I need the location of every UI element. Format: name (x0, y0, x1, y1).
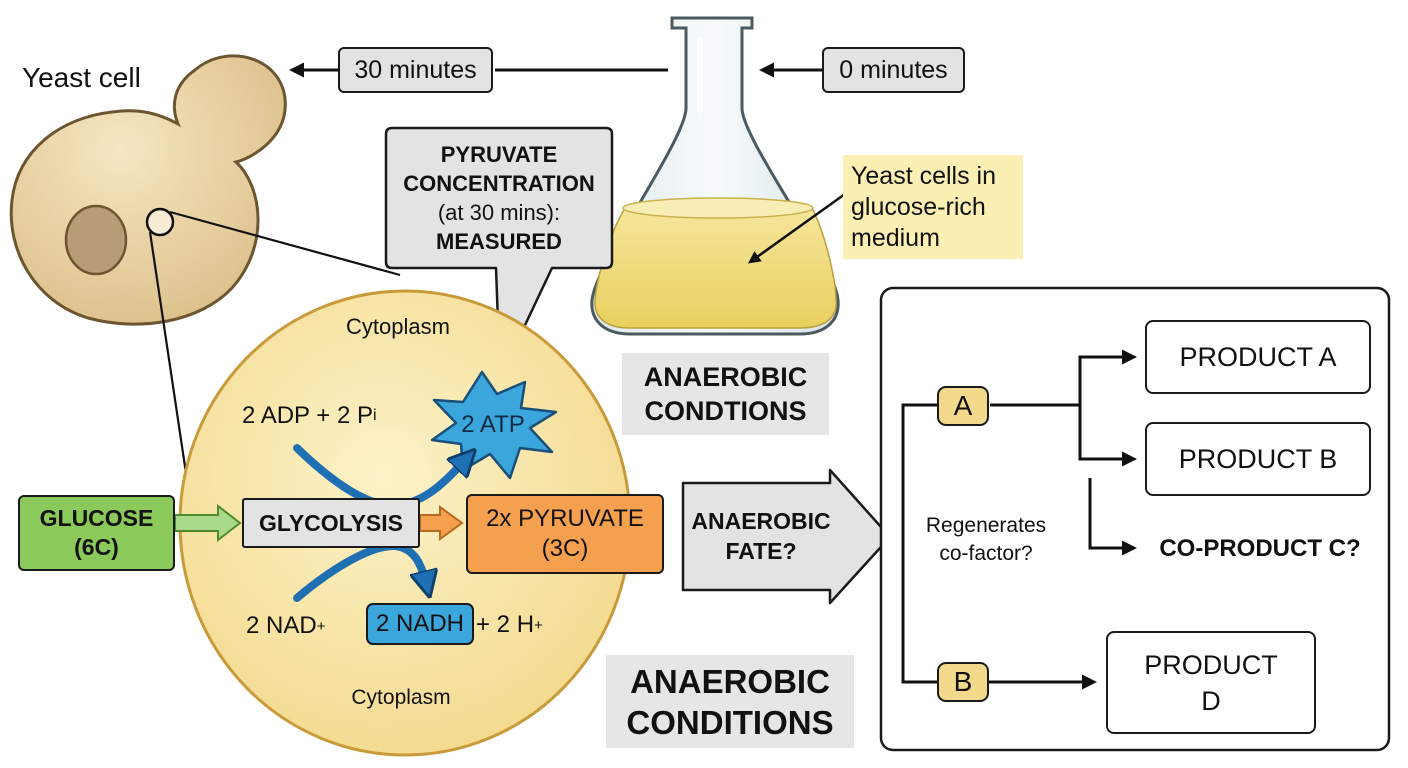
nadh-box: 2 NADH (366, 603, 474, 645)
glucose-line-2: (6C) (74, 534, 119, 560)
flask-note-pointer (747, 192, 846, 264)
product-d-line-2: D (1201, 685, 1221, 716)
glucose-line-1: GLUCOSE (39, 505, 154, 531)
pi-subscript: i (372, 407, 377, 424)
product-d-box: PRODUCT D (1106, 631, 1316, 734)
co-product-c-label: CO-PRODUCT C? (1159, 535, 1361, 562)
flask-illustration (590, 16, 840, 336)
glycolysis-to-pyruvate-arrow (419, 505, 464, 541)
adp-prefix: 2 ADP + 2 P (242, 402, 373, 429)
nad-label: 2 NAD+ (246, 606, 346, 646)
flask-note: Yeast cells in glucose-rich medium (843, 155, 1023, 259)
anaerobic-lower-line-1: ANAEROBIC (630, 662, 830, 700)
regen-line-1: Regenerates (925, 514, 1047, 537)
branch-lines (901, 349, 1137, 690)
pathway-b-pill: B (937, 662, 989, 702)
regen-line-2: co-factor? (939, 542, 1033, 565)
yeast-cell-illustration (9, 54, 287, 326)
pyruvate-box: 2x PYRUVATE (3C) (466, 494, 664, 574)
pyruvate-line-2: (3C) (541, 535, 589, 562)
callout-line-4: MEASURED (436, 229, 562, 254)
yeast-cell-label: Yeast cell (22, 62, 141, 93)
fate-line-1: ANAEROBIC (691, 508, 831, 534)
cytoplasm-label-top: Cytoplasm (346, 314, 450, 339)
pyruvate-line-1: 2x PYRUVATE (486, 505, 644, 532)
h-plus-label: + 2 H+ (476, 605, 566, 645)
callout-bubble (384, 126, 614, 380)
product-a-box: PRODUCT A (1145, 320, 1371, 394)
fate-line-2: FATE? (725, 538, 797, 564)
atp-label: 2 ATP (461, 411, 525, 438)
anaerobic-fate-label: ANAEROBIC FATE? (686, 495, 836, 577)
glycolysis-box: GLYCOLYSIS (242, 498, 420, 548)
cytoplasm-label-bottom: Cytoplasm (351, 686, 451, 709)
time-0-minutes-box: 0 minutes (822, 47, 965, 93)
h-plus-superscript: + (534, 616, 543, 634)
callout-line-2: CONCENTRATION (403, 171, 595, 196)
regenerates-cofactor-label: Regenerates co-factor? (906, 508, 1066, 572)
anaerobic-fate-arrow (681, 468, 892, 605)
anaerobic-upper-line-1: ANAEROBIC (643, 362, 808, 392)
product-b-box: PRODUCT B (1145, 422, 1371, 496)
product-d-line-1: PRODUCT (1144, 649, 1278, 680)
time-30-minutes-box: 30 minutes (338, 47, 493, 93)
glucose-to-glycolysis-arrow (174, 503, 242, 543)
anaerobic-lower-line-2: CONDITIONS (626, 703, 834, 741)
callout-line-3: (at 30 mins): (437, 200, 561, 225)
zoom-line-upper (169, 210, 401, 277)
nad-prefix: 2 NAD (246, 612, 317, 639)
nad-superscript: + (316, 617, 326, 635)
anaerobic-upper-line-2: CONDTIONS (644, 396, 807, 426)
callout-line-1: PYRUVATE (440, 142, 558, 167)
pyruvate-callout-text: PYRUVATE CONCENTRATION (at 30 mins): MEA… (386, 132, 612, 264)
h-plus-prefix: + 2 H (476, 611, 535, 638)
anaerobic-conditions-lower: ANAEROBIC CONDITIONS (606, 655, 854, 748)
zoom-line-lower (148, 231, 192, 501)
anaerobic-conditions-upper: ANAEROBIC CONDTIONS (622, 353, 829, 435)
pathway-a-pill: A (937, 386, 989, 426)
glucose-box: GLUCOSE (6C) (18, 495, 175, 571)
